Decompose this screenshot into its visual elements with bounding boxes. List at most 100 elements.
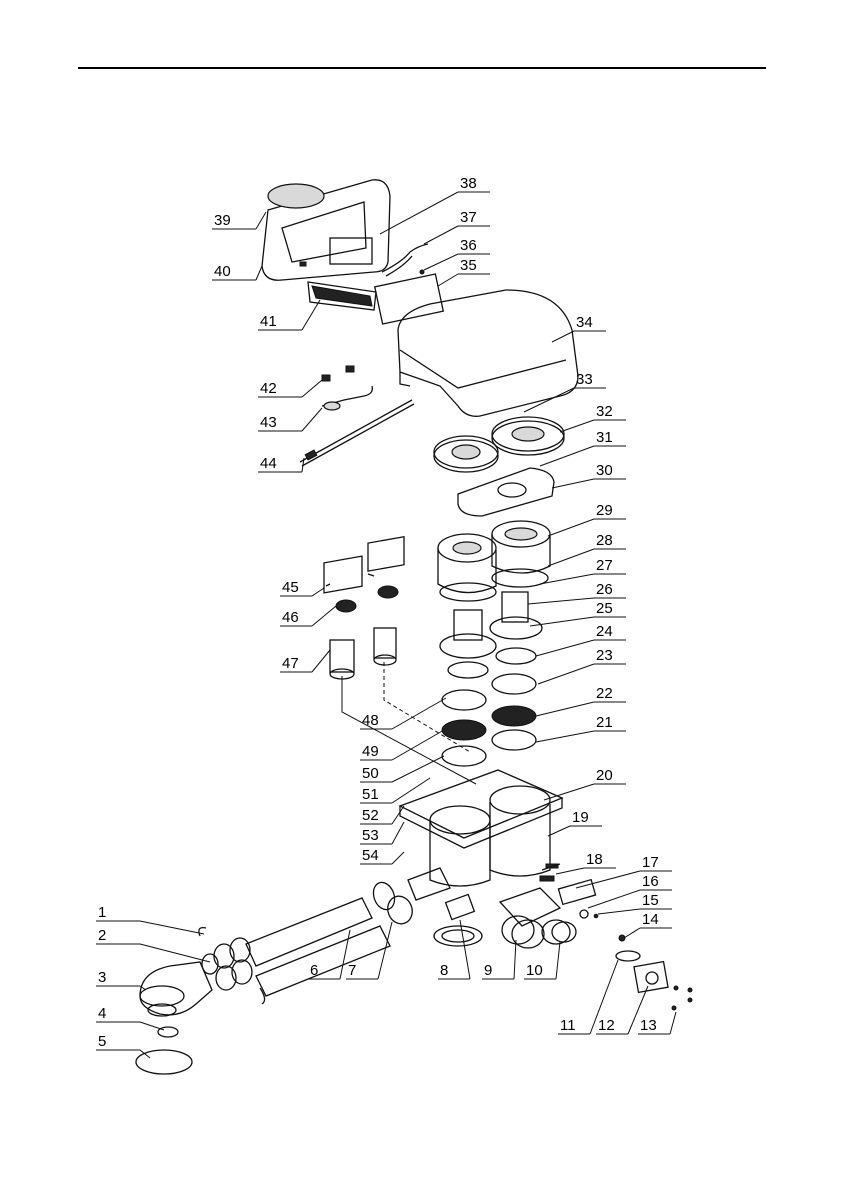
callout-number: 41 xyxy=(260,313,277,330)
callout-number: 47 xyxy=(282,655,299,672)
callout-leader xyxy=(548,826,570,836)
sensor-parts xyxy=(300,366,414,466)
callout-number: 46 xyxy=(282,609,299,626)
callout-54: 54 xyxy=(360,847,404,864)
callout-number: 45 xyxy=(282,579,299,596)
callout-number: 29 xyxy=(596,502,613,519)
callout-leader xyxy=(552,331,574,342)
callout-number: 44 xyxy=(260,455,277,472)
callout-leader xyxy=(312,606,336,626)
callout-leader xyxy=(670,1012,676,1034)
callout-52: 52 xyxy=(360,806,404,824)
callout-43: 43 xyxy=(258,408,322,431)
circuit-board xyxy=(375,274,444,324)
callout-41: 41 xyxy=(258,300,320,330)
motor-assembly xyxy=(308,282,376,310)
callout-leader xyxy=(302,300,320,330)
callout-leader xyxy=(392,852,404,864)
callout-leader xyxy=(438,274,458,286)
callout-number: 20 xyxy=(596,767,613,784)
callout-16: 16 xyxy=(588,873,672,908)
callout-number: 19 xyxy=(572,809,589,826)
callout-29: 29 xyxy=(548,502,626,536)
callout-number: 18 xyxy=(586,851,603,868)
callout-leader xyxy=(556,942,560,979)
callout-leader xyxy=(528,598,594,604)
callout-number: 14 xyxy=(642,911,659,928)
callout-leader xyxy=(538,664,594,684)
callout-leader xyxy=(560,420,594,432)
callout-number: 30 xyxy=(596,462,613,479)
callout-leader xyxy=(598,909,640,914)
callout-number: 12 xyxy=(598,1017,615,1034)
valve-body xyxy=(400,770,562,886)
callout-leader xyxy=(140,1050,150,1058)
callout-leader xyxy=(140,944,210,962)
callout-number: 21 xyxy=(596,714,613,731)
callout-number: 15 xyxy=(642,892,659,909)
callout-leader xyxy=(392,698,446,729)
callout-number: 23 xyxy=(596,647,613,664)
callout-number: 4 xyxy=(98,1005,106,1022)
callout-19: 19 xyxy=(548,809,602,836)
upper-disks xyxy=(434,417,564,472)
callout-leader xyxy=(548,549,594,566)
callout-leader xyxy=(536,731,594,742)
pistons xyxy=(440,569,548,658)
callout-18: 18 xyxy=(556,851,616,874)
callout-number: 9 xyxy=(484,962,492,979)
callout-number: 52 xyxy=(362,807,379,824)
callout-21: 21 xyxy=(536,714,626,742)
callout-number: 11 xyxy=(560,1017,576,1034)
top-cover xyxy=(398,290,578,416)
callout-number: 22 xyxy=(596,685,613,702)
callout-4: 4 xyxy=(96,1005,164,1030)
callout-leader xyxy=(424,254,458,270)
callout-number: 8 xyxy=(440,962,448,979)
callout-number: 1 xyxy=(98,904,106,921)
callout-leader xyxy=(140,921,204,934)
control-housing xyxy=(262,180,390,280)
callout-number: 40 xyxy=(214,263,231,280)
callout-number: 42 xyxy=(260,380,277,397)
callout-number: 25 xyxy=(596,600,613,617)
callout-leader xyxy=(312,650,330,672)
callout-49: 49 xyxy=(360,730,444,760)
callout-47: 47 xyxy=(280,650,330,672)
callout-number: 2 xyxy=(98,927,106,944)
callout-1: 1 xyxy=(96,904,204,934)
callout-leader xyxy=(302,408,322,431)
callout-leader xyxy=(588,890,640,908)
mounting-plate xyxy=(458,468,554,516)
callout-leader xyxy=(514,940,516,979)
callout-number: 27 xyxy=(596,557,613,574)
callout-number: 3 xyxy=(98,969,106,986)
callout-42: 42 xyxy=(258,380,322,397)
callout-leader xyxy=(302,380,322,397)
inlet-adapter xyxy=(136,928,265,1074)
flow-plate xyxy=(616,951,692,1010)
callout-leader xyxy=(256,266,262,280)
callout-number: 48 xyxy=(362,712,379,729)
drain-elbow xyxy=(434,894,482,946)
callout-34: 34 xyxy=(552,314,606,342)
callout-30: 30 xyxy=(552,462,626,488)
callout-leader xyxy=(392,756,444,782)
callout-leader xyxy=(380,192,458,234)
seals-and-disks xyxy=(442,648,536,766)
callout-32: 32 xyxy=(560,403,626,432)
callout-leader xyxy=(312,588,324,596)
callout-number: 10 xyxy=(526,962,543,979)
callout-40: 40 xyxy=(212,263,262,280)
callout-number: 51 xyxy=(362,786,379,803)
callout-number: 24 xyxy=(596,623,613,640)
callout-number: 7 xyxy=(348,962,356,979)
callout-number: 37 xyxy=(460,209,477,226)
callout-13: 13 xyxy=(638,1012,676,1034)
callout-number: 31 xyxy=(596,429,613,446)
callout-number: 39 xyxy=(214,212,231,229)
callout-leader xyxy=(624,928,640,938)
